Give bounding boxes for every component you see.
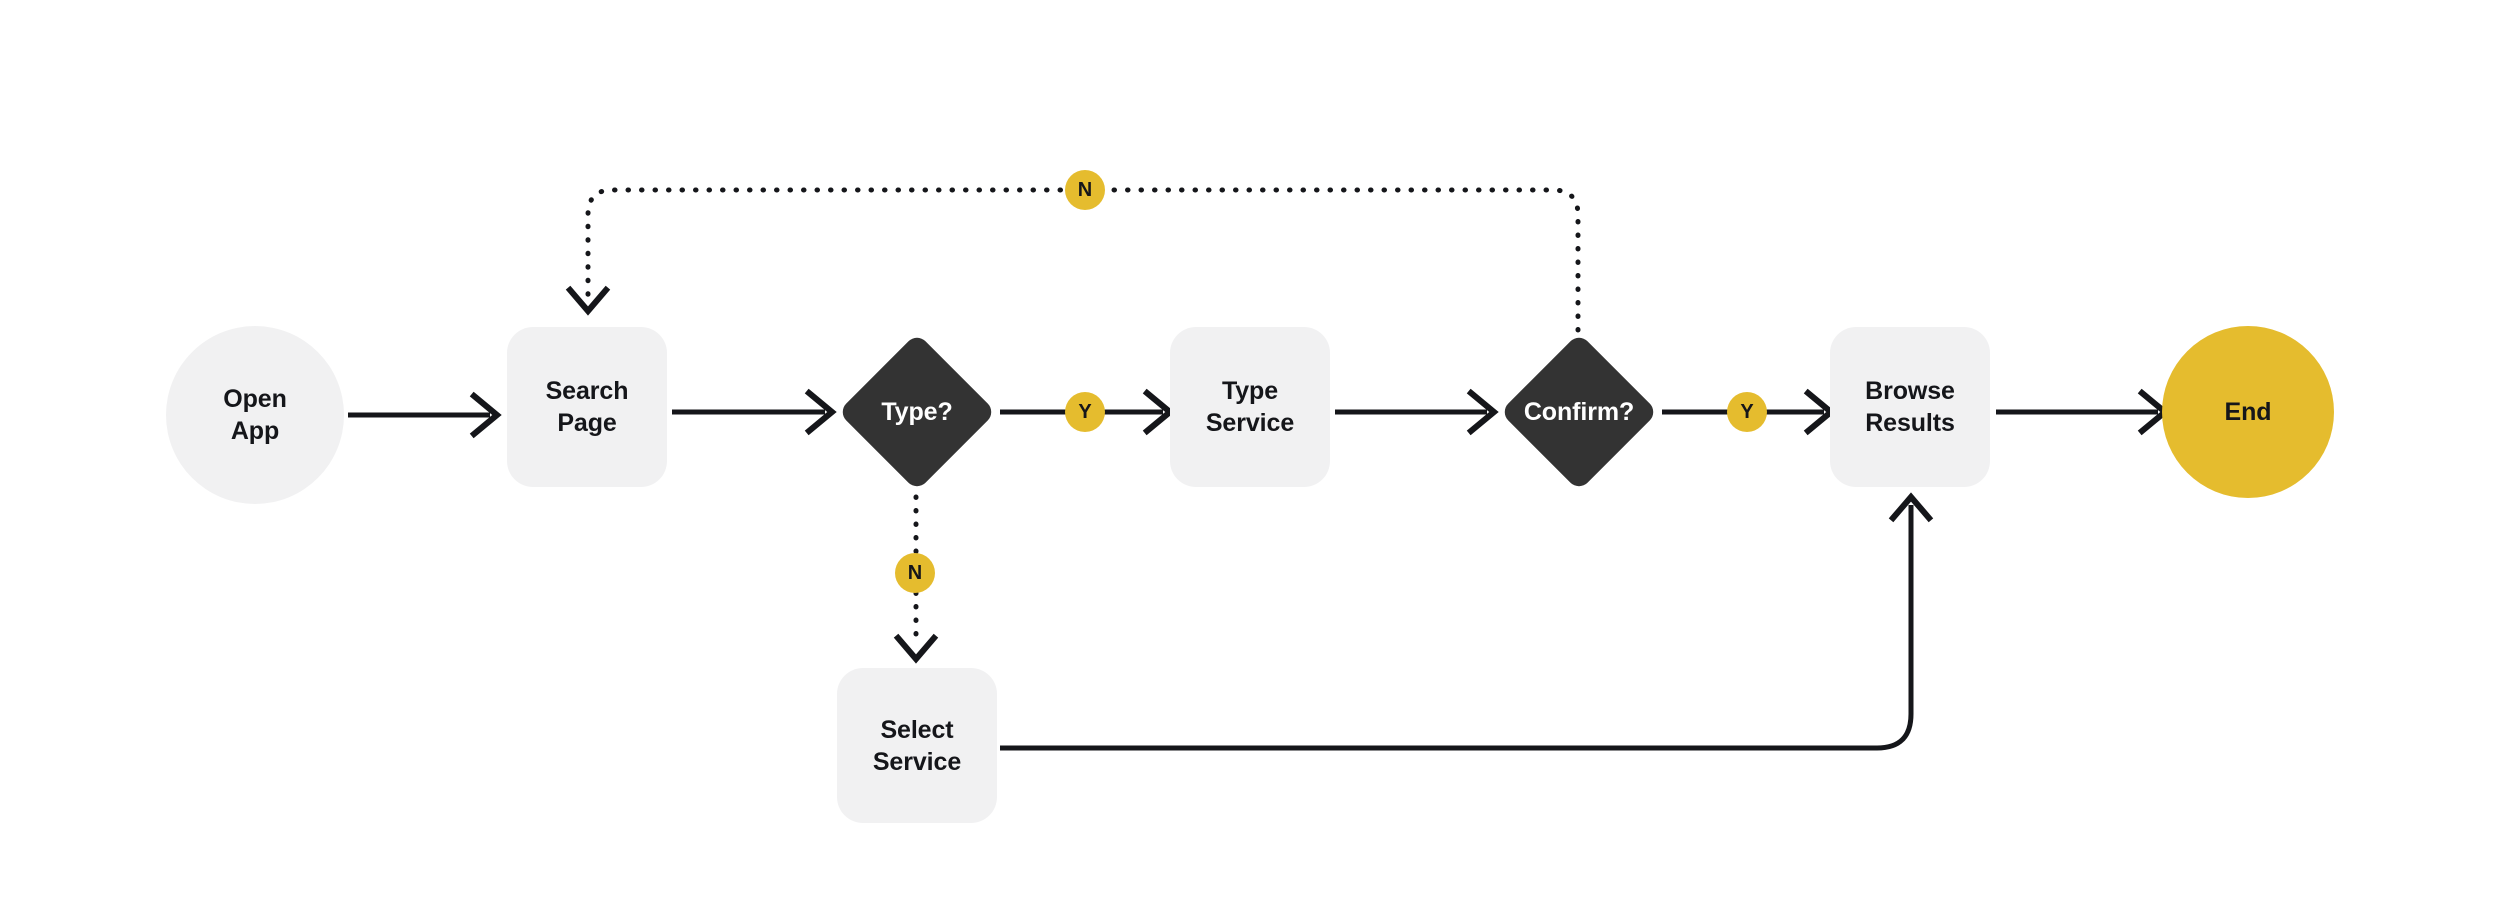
node-confirm-question-label: Confirm? [1523,398,1635,426]
node-open-app-label: Open App [223,385,287,445]
node-search-page[interactable]: Search Page [507,327,667,487]
badge-type-no: N [895,553,935,593]
node-type-service[interactable]: Type Service [1170,327,1330,487]
badge-confirm-yes-label: Y [1740,400,1754,423]
node-type-question-label: Type? [881,398,953,426]
badge-confirm-yes: Y [1727,392,1767,432]
node-select-service[interactable]: Select Service [837,668,997,823]
badge-type-yes-label: Y [1078,400,1092,423]
node-browse-results[interactable]: Browse Results [1830,327,1990,487]
node-end[interactable]: End [2162,326,2334,498]
edge-type-service-to-confirm-question [1335,388,1499,436]
edge-search-page-to-type-question [672,388,837,436]
node-browse-results-label: Browse Results [1865,377,1955,437]
edge-type-question-to-select-service [893,494,939,664]
edge-open-app-to-search-page [348,391,502,439]
node-confirm-question[interactable]: Confirm? [1499,332,1659,492]
node-select-service-label: Select Service [872,715,962,776]
badge-type-yes: Y [1065,392,1105,432]
edge-browse-results-to-end [1996,388,2170,436]
node-end-label: End [2224,398,2272,426]
edge-confirm-question-to-search-page [565,187,1581,333]
node-open-app[interactable]: Open App [166,326,344,504]
badge-confirm-no-label: N [1077,178,1093,201]
badge-type-no-label: N [907,561,923,584]
node-type-question[interactable]: Type? [837,332,997,492]
node-search-page-label: Search Page [545,377,629,437]
badge-confirm-no: N [1065,170,1105,210]
node-type-service-label: Type Service [1205,377,1295,437]
edge-select-service-to-browse-results [1000,492,1934,751]
